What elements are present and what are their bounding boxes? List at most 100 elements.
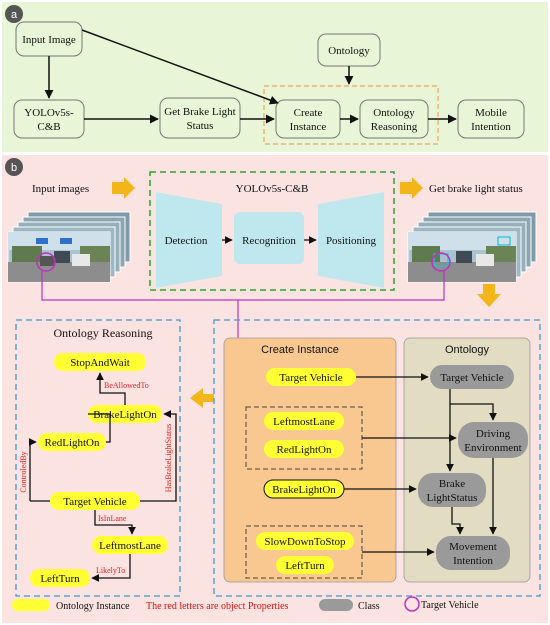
svg-text:Intention: Intention [453, 555, 493, 567]
svg-text:SlowDownToStop: SlowDownToStop [264, 536, 346, 548]
svg-text:Get Brake Light: Get Brake Light [164, 106, 235, 118]
dashed-group-a [263, 85, 439, 145]
panel-b-badge [5, 158, 23, 176]
svg-text:Create: Create [294, 107, 323, 119]
create-node-lane: LeftmostLane [264, 412, 344, 430]
svg-text:BrakeLightOn: BrakeLightOn [272, 484, 336, 496]
reason-node-stop: StopAndWait [54, 353, 146, 371]
svg-text:Intention: Intention [471, 121, 511, 133]
gold-arrow-left [190, 388, 214, 408]
svg-text:LeftmostLane: LeftmostLane [99, 540, 161, 552]
svg-text:LeftTurn: LeftTurn [40, 573, 80, 585]
legend-class-swatch [319, 599, 353, 611]
create-instance-panel [223, 337, 397, 583]
svg-text:RedLightOn: RedLightOn [45, 437, 100, 449]
svg-text:RedLightOn: RedLightOn [277, 444, 332, 456]
svg-text:Ontology: Ontology [328, 45, 370, 57]
svg-text:LeftmostLane: LeftmostLane [273, 416, 335, 428]
node-get-brake-status: Get Brake Light Status [159, 97, 241, 139]
svg-text:C&B: C&B [37, 121, 60, 133]
panel-b-label: b [11, 162, 17, 174]
reasoning-arrows [28, 372, 177, 582]
create-node-turn: LeftTurn [276, 556, 334, 574]
svg-text:LightStatus: LightStatus [427, 492, 478, 504]
class-node-driving: Driving Environment [458, 422, 528, 458]
panel-a-badge [5, 5, 23, 23]
reason-node-turn: LeftTurn [30, 569, 90, 587]
reason-node-lane: LeftmostLane [92, 536, 168, 554]
reasoning-title: Ontology Reasoning [54, 326, 153, 340]
detection-block: Detection [156, 192, 222, 288]
panel-a-background [2, 2, 548, 152]
svg-text:Reasoning: Reasoning [371, 121, 418, 133]
create-node-red: RedLightOn [264, 440, 344, 458]
reasoning-dashed-box [15, 319, 181, 597]
gold-arrow-output [400, 177, 423, 199]
reason-node-brake: BrakeLightOn [88, 405, 162, 423]
legend-class: Class [358, 601, 380, 612]
node-ontology-reasoning-a: Ontology Reasoning [359, 99, 429, 139]
legend-instance-swatch [12, 599, 50, 611]
svg-text:Detection: Detection [165, 235, 208, 247]
rel-has-brake: HasBrakeLightStatus [164, 424, 173, 492]
legend-target-icon [404, 596, 420, 612]
svg-text:Input Image: Input Image [22, 34, 76, 46]
class-node-vehicle: Target Vehicle [430, 365, 514, 389]
reason-node-red: RedLightOn [38, 433, 106, 451]
svg-text:Instance: Instance [290, 121, 327, 133]
legend-red-note: The red letters are object Properties [146, 601, 289, 612]
create-intention-group [245, 525, 363, 579]
gold-arrow-down [477, 284, 501, 307]
input-image-stack [7, 211, 131, 283]
positioning-block: Positioning [318, 192, 384, 288]
svg-text:Ontology: Ontology [373, 107, 415, 119]
legend: Ontology Instance The red letters are ob… [12, 596, 479, 612]
yolo-dashed-box [149, 171, 395, 291]
svg-text:StopAndWait: StopAndWait [70, 357, 130, 369]
svg-text:Positioning: Positioning [326, 235, 377, 247]
instance-dashed-box [213, 319, 541, 597]
panel-a-label: a [11, 9, 18, 21]
recognition-block: Recognition [234, 212, 304, 264]
svg-text:Driving: Driving [476, 428, 511, 440]
create-node-brake: BrakeLightOn [263, 479, 345, 499]
create-node-vehicle: Target Vehicle [266, 368, 356, 386]
node-yolo-a: YOLOv5s- C&B [13, 99, 85, 139]
rel-in-lane: IsInLane [98, 514, 127, 523]
rel-be-allowed: BeAllowedTo [104, 381, 149, 390]
gold-arrow-input [112, 177, 135, 199]
node-input-image: Input Image [15, 21, 83, 57]
node-create-instance-a: Create Instance [275, 99, 341, 139]
svg-text:Brake: Brake [439, 478, 465, 490]
svg-text:Target Vehicle: Target Vehicle [279, 372, 342, 384]
panel-a-arrows [44, 29, 457, 124]
instance-arrows [344, 373, 497, 556]
legend-instance: Ontology Instance [56, 601, 130, 612]
svg-text:LeftTurn: LeftTurn [285, 560, 325, 572]
input-images-label: Input images [32, 183, 89, 195]
yolo-title: YOLOv5s-C&B [236, 183, 309, 195]
class-node-movement: Movement Intention [436, 536, 510, 570]
svg-text:BrakeLightOn: BrakeLightOn [93, 409, 157, 421]
get-status-label: Get brake light status [429, 183, 523, 195]
ontology-panel [403, 337, 531, 583]
rel-controlled: ControledBy [19, 451, 28, 492]
svg-text:Recognition: Recognition [242, 235, 296, 247]
output-image-stack [407, 211, 537, 283]
reason-node-vehicle: Target Vehicle [50, 492, 140, 510]
svg-text:Environment: Environment [464, 442, 521, 454]
class-node-brake-status: Brake LightStatus [418, 473, 486, 507]
node-ontology-a: Ontology [317, 33, 381, 67]
ontology-title: Ontology [445, 344, 490, 356]
legend-target: Target Vehicle [421, 600, 479, 611]
rel-likely: LikelyTo [96, 566, 125, 575]
svg-text:Status: Status [187, 120, 214, 132]
svg-text:YOLOv5s-: YOLOv5s- [24, 107, 74, 119]
create-node-slow: SlowDownToStop [256, 532, 354, 550]
svg-text:Mobile: Mobile [475, 107, 507, 119]
svg-text:Target Vehicle: Target Vehicle [63, 496, 126, 508]
create-title: Create Instance [261, 344, 339, 356]
node-mobile-intention: Mobile Intention [457, 99, 525, 139]
svg-text:Movement: Movement [449, 541, 497, 553]
